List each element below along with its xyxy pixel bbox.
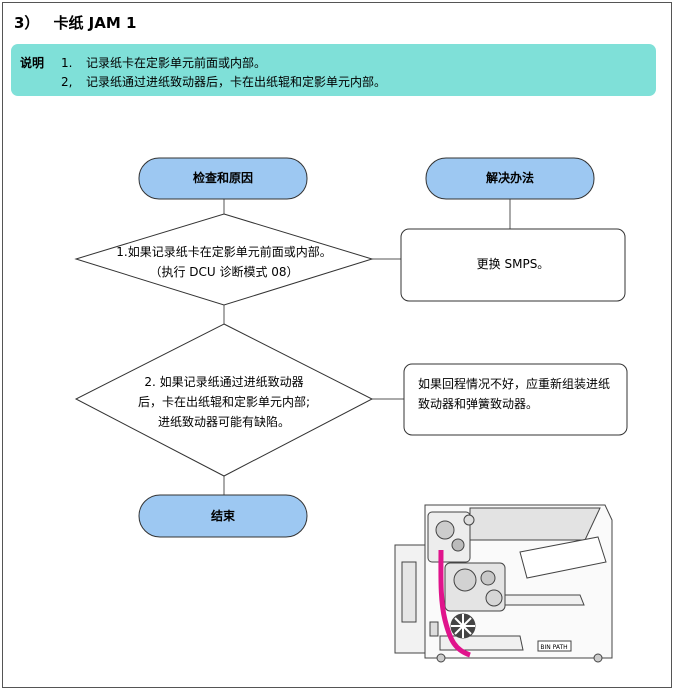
solution2-line1: 如果回程情况不好，应重新组装进纸 [418,377,611,391]
solution-box-2 [403,363,628,436]
decision-diamond-2 [74,323,374,477]
bin-path-tag: BIN PATH [540,644,567,651]
step2-label: 2. 如果记录纸通过进纸致动器 后，卡在出纸辊和定影单元内部; 进纸致动器可能有… [104,372,344,432]
section-number: 3） [14,14,40,32]
solution-header-pill [425,157,595,200]
solution-header-label: 解决办法 [485,171,534,185]
description-item-2: 2, 记录纸通过进纸致动器后，卡在出纸辊和定影单元内部。 [61,73,386,90]
description-label: 说明 [20,56,45,70]
end-label: 结束 [210,509,235,523]
check-header-label: 检查和原因 [192,171,253,185]
printer-paper-path-illustration [394,504,613,663]
step1-line2: （执行 DCU 诊断模式 08） [149,265,299,279]
item-number: 1. [61,56,73,70]
step2-line1: 2. 如果记录纸通过进纸致动器 [144,375,304,389]
section-title-text: 卡纸 JAM 1 [53,14,137,32]
solution1-label: 更换 SMPS。 [476,257,550,271]
step2-line2: 后，卡在出纸辊和定影单元内部; [137,395,311,409]
end-pill [138,494,308,538]
check-header-pill [138,157,308,200]
item-number: 2, [61,75,73,89]
solution-box-1 [400,228,626,302]
item-text: 记录纸通过进纸致动器后，卡在出纸辊和定影单元内部。 [86,75,387,89]
description-item-1: 1. 记录纸卡在定影单元前面或内部。 [61,54,266,71]
step1-line1: 1.如果记录纸卡在定影单元前面或内部。 [116,245,332,259]
solution2-label: 如果回程情况不好，应重新组装进纸 致动器和弹簧致动器。 [418,374,623,414]
decision-diamond-1 [74,213,374,306]
solution2-line2: 致动器和弹簧致动器。 [418,397,539,411]
step1-label: 1.如果记录纸卡在定影单元前面或内部。 （执行 DCU 诊断模式 08） [86,242,362,282]
step2-line3: 进纸致动器可能有缺陷。 [157,415,290,429]
paper-path-line [438,549,471,658]
description-box: 说明 1. 记录纸卡在定影单元前面或内部。 2, 记录纸通过进纸致动器后，卡在出纸辊… [11,44,656,96]
section-title: 3） 卡纸 JAM 1 [14,12,136,33]
item-text: 记录纸卡在定影单元前面或内部。 [86,56,267,70]
